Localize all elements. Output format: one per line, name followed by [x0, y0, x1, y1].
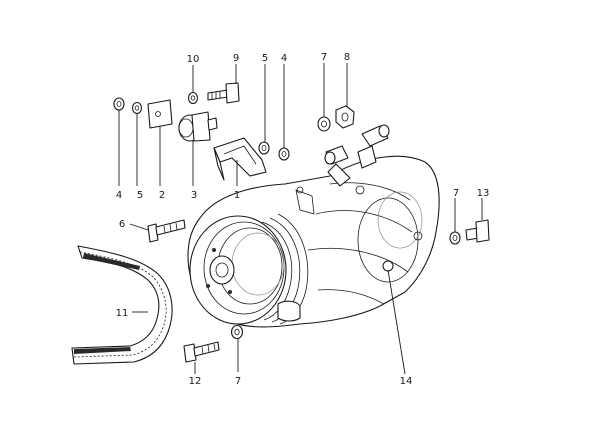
drive-belt: [71, 245, 173, 365]
part-7-washer-top: [317, 116, 331, 132]
callout-7-bottom: 7: [235, 376, 241, 387]
callout-5-top: 5: [262, 53, 268, 64]
callout-6: 6: [119, 219, 125, 230]
callout-13: 13: [477, 188, 490, 199]
callout-7-top: 7: [321, 52, 327, 63]
part-5-washer-right: [258, 141, 270, 155]
callout-5-left: 5: [137, 190, 143, 201]
callout-9: 9: [233, 53, 239, 64]
callout-12: 12: [189, 376, 202, 387]
callout-2: 2: [159, 190, 165, 201]
leader-lines: [118, 63, 483, 375]
part-2-plate: [147, 99, 173, 129]
part-6-bolt: [147, 219, 186, 243]
callout-4-left: 4: [116, 190, 122, 201]
callout-10: 10: [187, 54, 200, 65]
callout-3: 3: [191, 190, 197, 201]
part-12-bolt: [183, 341, 220, 363]
part-4-washer-left: [113, 97, 125, 111]
callout-8: 8: [344, 52, 350, 63]
callout-11: 11: [116, 308, 129, 319]
part-13-bolt: [465, 219, 490, 243]
part-8-nut: [335, 105, 355, 129]
callout-4-top: 4: [281, 53, 287, 64]
callout-labels: 10 9 5 4 7 8 4 5 2 3 1 6 7 13 11 12 7 14: [116, 52, 490, 387]
part-9-bolt: [207, 82, 240, 104]
callout-1: 1: [234, 190, 240, 201]
callout-7-right: 7: [453, 188, 459, 199]
callout-14: 14: [400, 376, 413, 387]
part-10-washer: [187, 91, 199, 105]
part-5-washer-left: [131, 101, 143, 115]
part-3-rubber-mount: [178, 111, 218, 142]
part-1-bracket: [213, 137, 267, 181]
compressor-assembly: [187, 124, 440, 328]
part-7-washer-right: [449, 231, 461, 245]
part-7-washer-bottom: [230, 324, 244, 340]
part-4-washer-right: [278, 147, 290, 161]
